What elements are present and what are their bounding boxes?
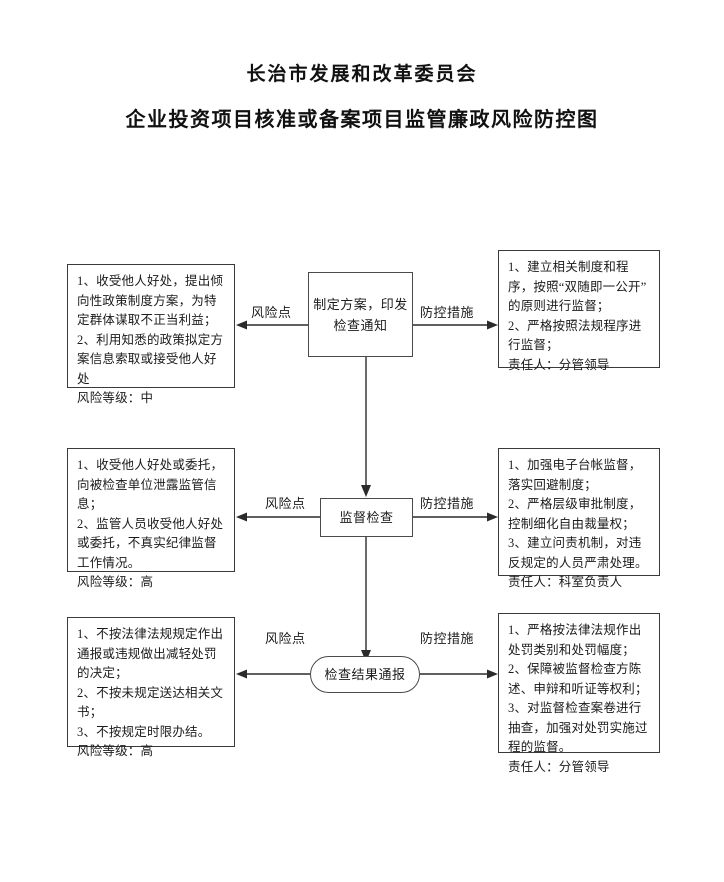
page-title-subject: 企业投资项目核准或备案项目监管廉政风险防控图	[125, 109, 599, 131]
process-node-row-3[interactable]: 检查结果通报	[310, 656, 420, 693]
risk-box-row-1: 1、收受他人好处，提出倾向性政策制度方案，为特定群体谋取不正当利益； 2、利用知…	[67, 264, 235, 405]
edge-label-risk-point-row-3: 风险点	[265, 631, 306, 646]
control-box-row-3: 1、严格按法律法规作出处罚类别和处罚幅度； 2、保障被监督检查方陈述、申辩和听证…	[498, 613, 660, 774]
edge-label-risk-point-row-2: 风险点	[265, 496, 306, 511]
process-node-row-1[interactable]: 制定方案，印发检查通知	[308, 272, 413, 357]
page-title-organization: 长治市发展和改革委员会	[246, 64, 478, 85]
risk-box-row-3: 1、不按法律法规规定作出通报或违规做出减轻处罚的决定； 2、不按未规定送达相关文…	[67, 617, 235, 758]
risk-box-row-2: 1、收受他人好处或委托，向被检查单位泄露监管信息； 2、监管人员收受他人好处或委…	[67, 448, 235, 589]
control-box-row-2: 1、加强电子台帐监督，落实回避制度； 2、严格层级审批制度，控制细化自由裁量权；…	[498, 448, 660, 589]
title-block: 长治市发展和改革委员会 企业投资项目核准或备案项目监管廉政风险防控图	[0, 60, 724, 136]
edge-label-control-measure-row-1: 防控措施	[420, 305, 475, 320]
process-node-row-2[interactable]: 监督检查	[320, 498, 413, 537]
edge-label-control-measure-row-2: 防控措施	[420, 496, 475, 511]
control-box-row-1: 1、建立相关制度和程序，按照“双随即一公开”的原则进行监督； 2、严格按照法规程…	[498, 250, 660, 372]
edge-label-risk-point-row-1: 风险点	[251, 305, 292, 320]
edge-label-control-measure-row-3: 防控措施	[420, 631, 475, 646]
